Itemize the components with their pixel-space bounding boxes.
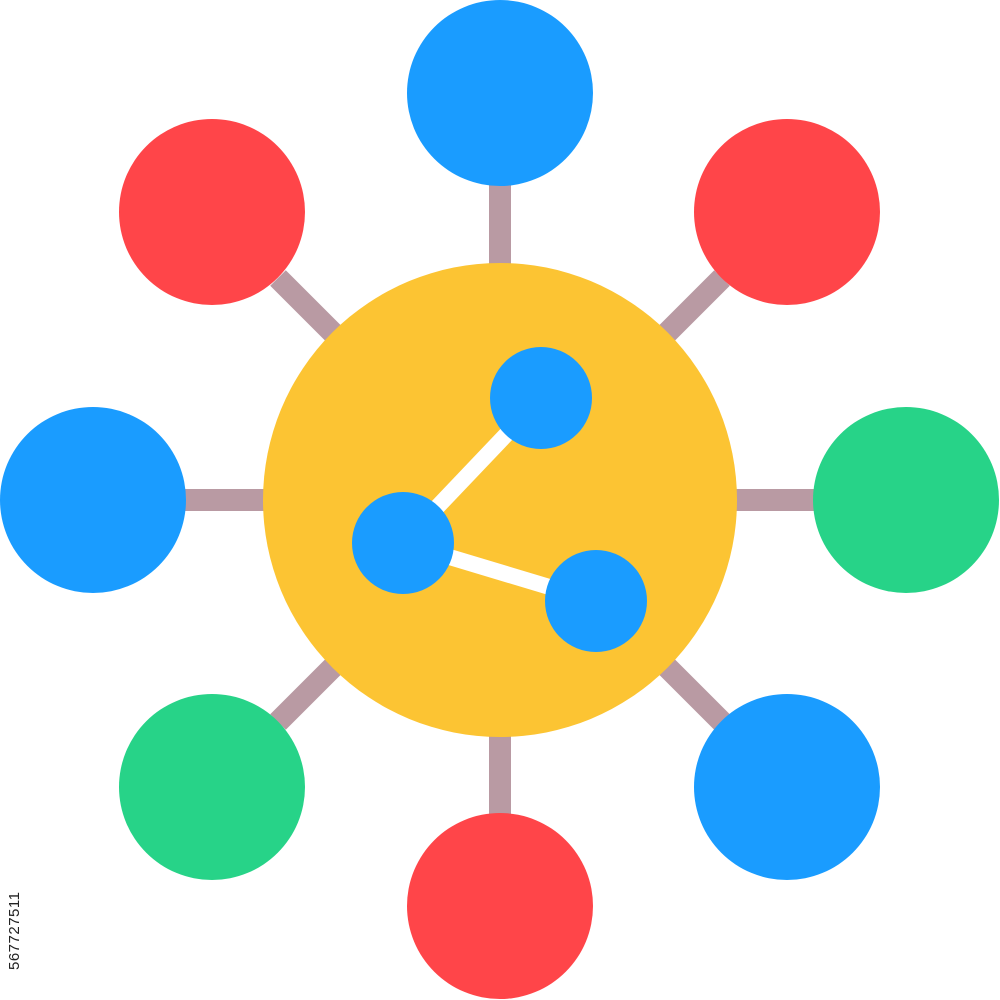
- connector-top-left: [270, 270, 346, 346]
- connector-bottom-right: [654, 654, 730, 730]
- share-node-top: [490, 347, 592, 449]
- share-node-bottom: [545, 550, 647, 652]
- share-icon: [352, 347, 647, 652]
- connector-lines: [185, 185, 815, 815]
- connector-bottom-left: [270, 654, 346, 730]
- node-bottom-right: [694, 694, 880, 880]
- node-top-left: [119, 119, 305, 305]
- connector-top-right: [654, 270, 730, 346]
- node-top-right: [694, 119, 880, 305]
- node-right: [813, 407, 999, 593]
- node-left: [0, 407, 186, 593]
- central-hub-circle: [263, 263, 737, 737]
- node-top: [407, 0, 593, 186]
- node-bottom: [407, 813, 593, 999]
- node-bottom-left: [119, 694, 305, 880]
- share-node-middle: [352, 492, 454, 594]
- stock-id-label: 567727511: [6, 891, 23, 970]
